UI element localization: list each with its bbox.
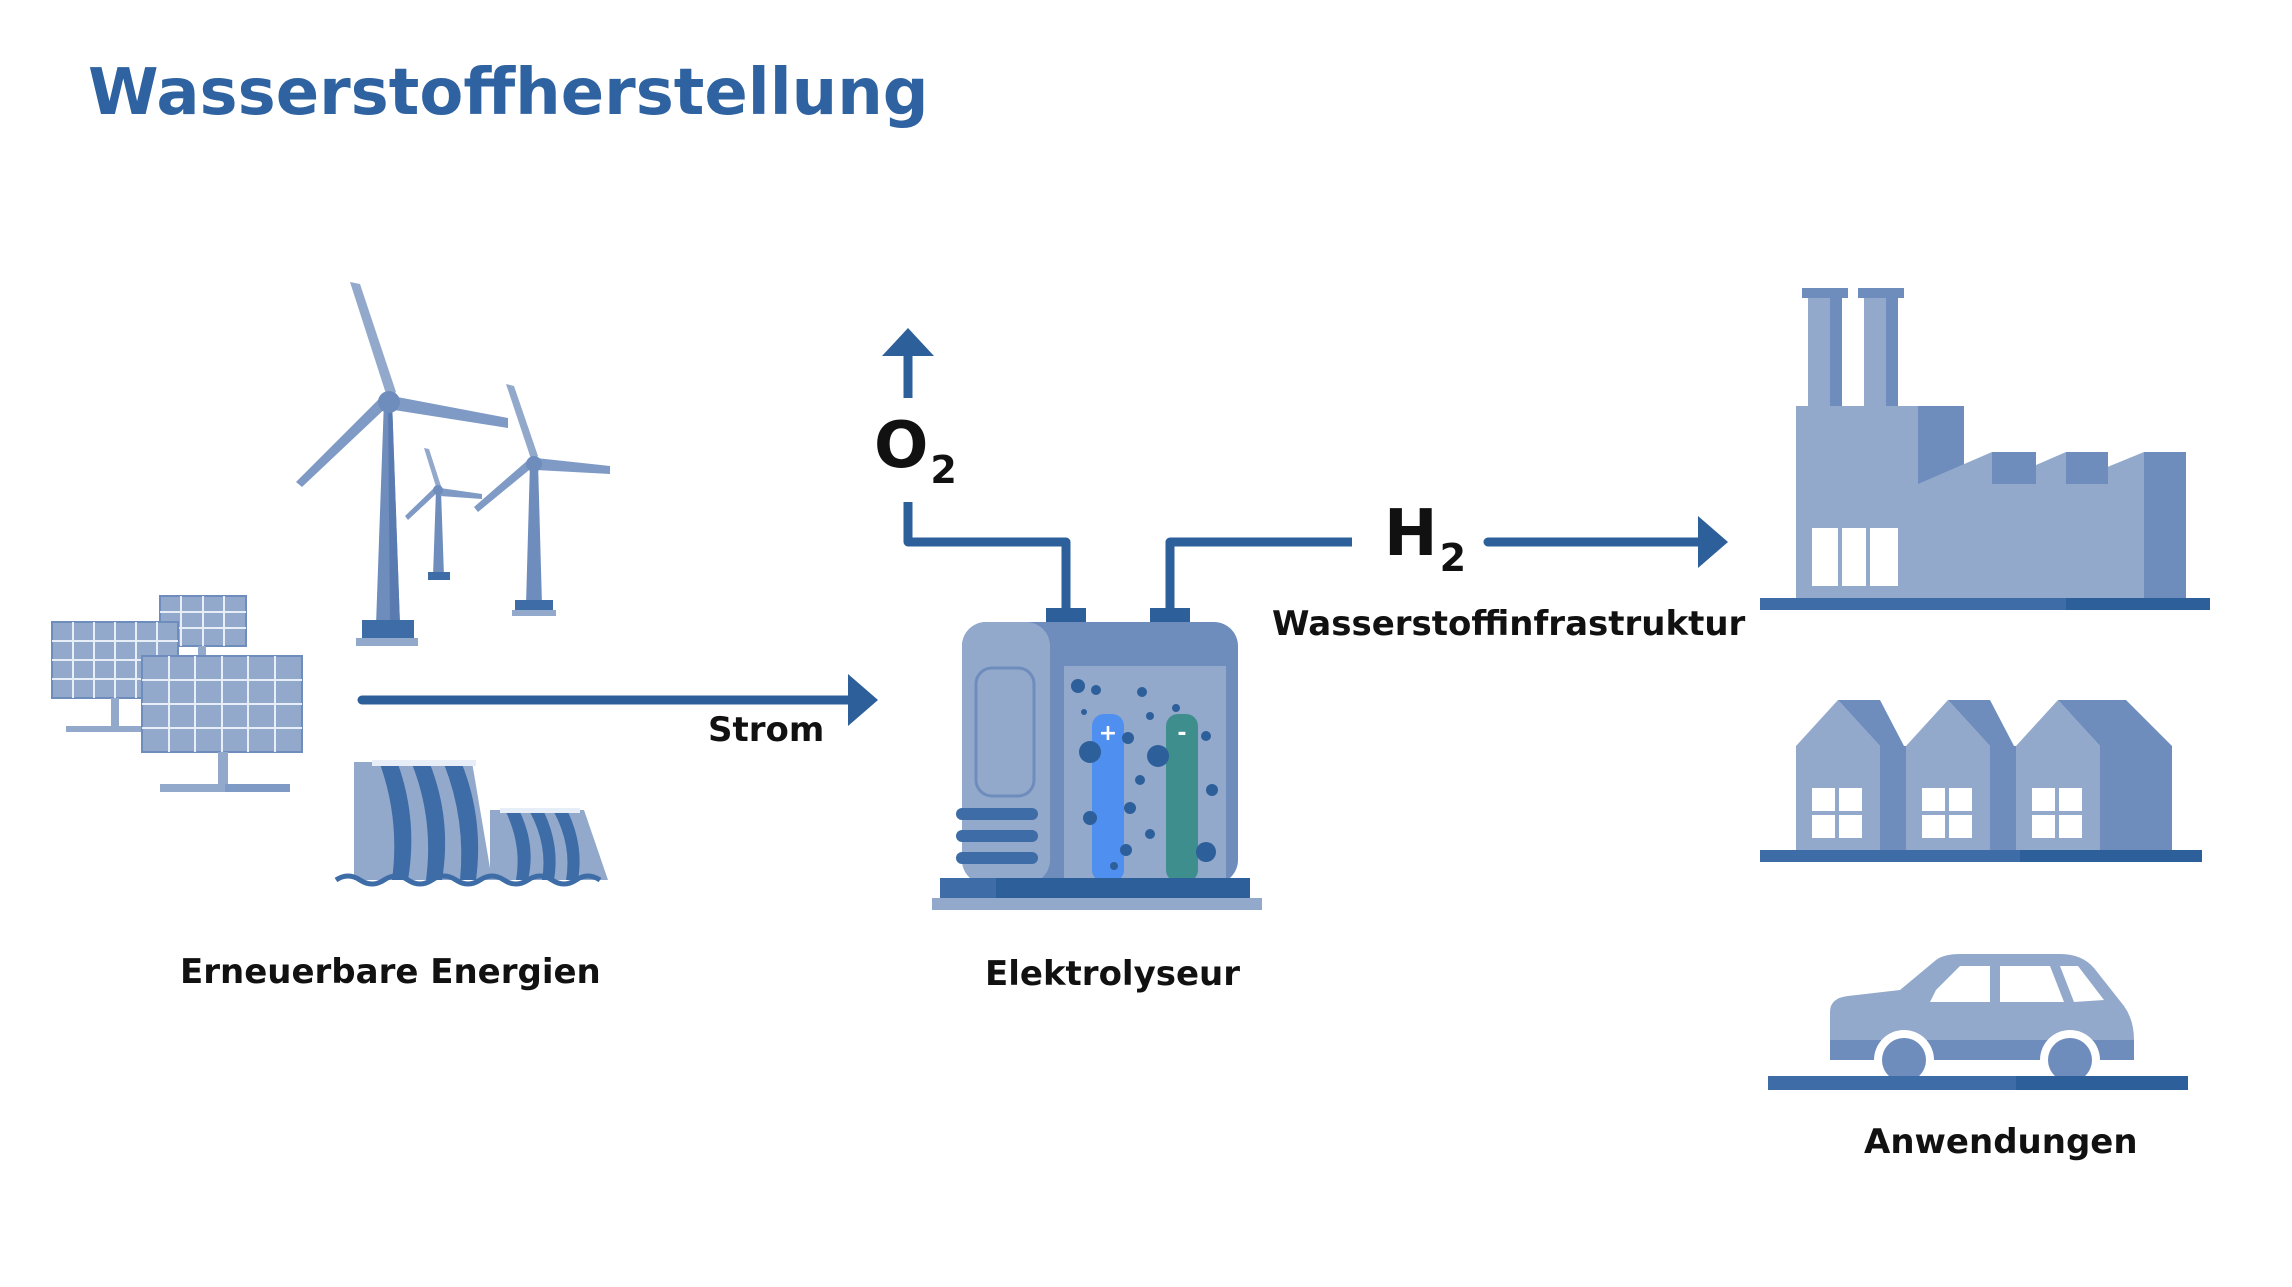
hydro-dam-icon	[334, 760, 608, 887]
solar-panel-front-icon	[141, 655, 303, 792]
applications-label: Anwendungen	[1864, 1122, 2138, 1162]
electrolyzer-label: Elektrolyseur	[985, 954, 1241, 994]
infrastructure-label: Wasserstoffinfrastruktur	[1272, 604, 1746, 644]
power-label: Strom	[708, 710, 825, 750]
page-title: Wasserstoffherstellung	[88, 56, 929, 130]
wind-turbine-large-icon	[296, 282, 508, 646]
anode-sign: +	[1099, 721, 1117, 746]
oxygen-subscript: 2	[930, 448, 957, 492]
hydrogen-symbol: H	[1384, 497, 1438, 571]
hydrogen-arrow	[1483, 516, 1728, 568]
wind-turbines-icon	[296, 282, 610, 646]
hydrogen-formula: H2	[1384, 502, 1466, 577]
wind-turbine-medium-icon	[474, 384, 610, 616]
solar-panel-left-icon	[51, 621, 179, 732]
cathode-sign: -	[1177, 721, 1186, 746]
houses-icon	[1760, 700, 2202, 862]
hydrogen-subscript: 2	[1439, 536, 1467, 580]
renewables-label: Erneuerbare Energien	[180, 952, 601, 992]
factory-icon	[1760, 288, 2210, 610]
power-arrow	[357, 674, 878, 726]
bubbles	[1071, 679, 1218, 870]
oxygen-formula: O2	[874, 414, 957, 489]
electrolyzer-icon: + -	[882, 328, 1352, 910]
oxygen-symbol: O	[874, 409, 929, 483]
wind-turbine-small-icon	[405, 448, 482, 580]
solar-panels-icon	[51, 595, 303, 792]
car-icon	[1768, 954, 2188, 1090]
